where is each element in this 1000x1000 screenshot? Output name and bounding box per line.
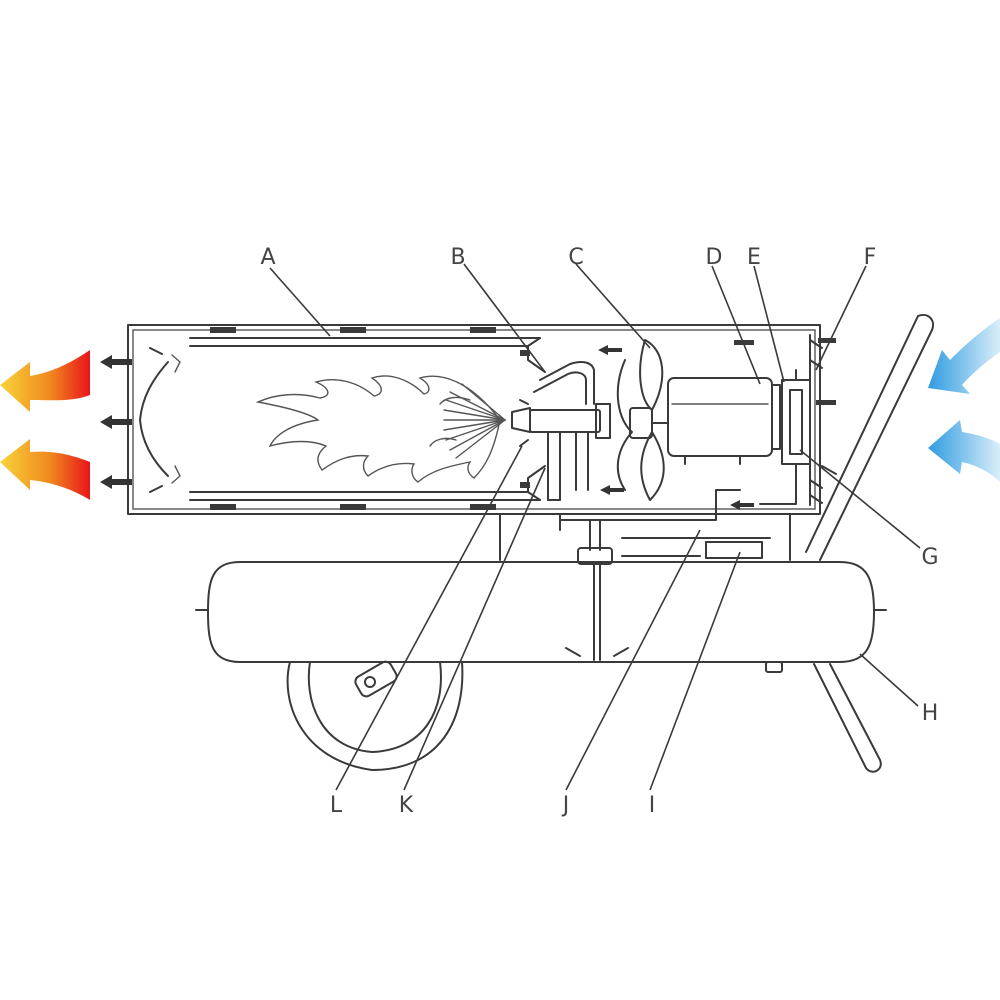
airflow-arrow-icon <box>598 345 622 355</box>
cold-air-arrow-icon <box>928 318 1000 394</box>
label-i: I <box>649 793 656 818</box>
air-intake-grille <box>809 339 823 504</box>
airflow-arrow-icon <box>100 415 132 429</box>
label-b: B <box>450 245 465 270</box>
control-box <box>621 537 771 559</box>
airflow-arrow-icon <box>100 475 132 489</box>
label-h: H <box>922 701 939 726</box>
nozzle-assembly <box>511 361 611 501</box>
label-g: G <box>921 545 938 570</box>
wheel <box>286 660 464 771</box>
pump-assembly <box>559 334 811 521</box>
airflow-arrow-icon <box>730 500 754 510</box>
motor <box>667 377 781 465</box>
cold-air-arrow-icon <box>928 420 1000 482</box>
label-c: C <box>568 245 583 270</box>
flame <box>255 375 506 483</box>
label-e: E <box>747 245 761 270</box>
leader-lines <box>269 263 921 791</box>
label-k: K <box>399 793 414 818</box>
handle <box>805 314 934 773</box>
airflow-arrow-icon <box>600 485 624 495</box>
fan <box>616 339 669 501</box>
hot-air-arrow-icon <box>0 350 90 412</box>
label-f: F <box>864 245 877 270</box>
label-d: D <box>706 245 723 270</box>
heat-deflector <box>139 347 181 493</box>
label-a: A <box>260 245 275 270</box>
label-j: J <box>561 793 570 818</box>
hot-air-arrow-icon <box>0 439 90 500</box>
label-l: L <box>330 793 343 818</box>
fuel-tank <box>195 561 887 673</box>
airflow-arrow-icon <box>100 355 132 369</box>
combustion-chamber <box>189 327 546 510</box>
fuel-line <box>559 513 629 661</box>
